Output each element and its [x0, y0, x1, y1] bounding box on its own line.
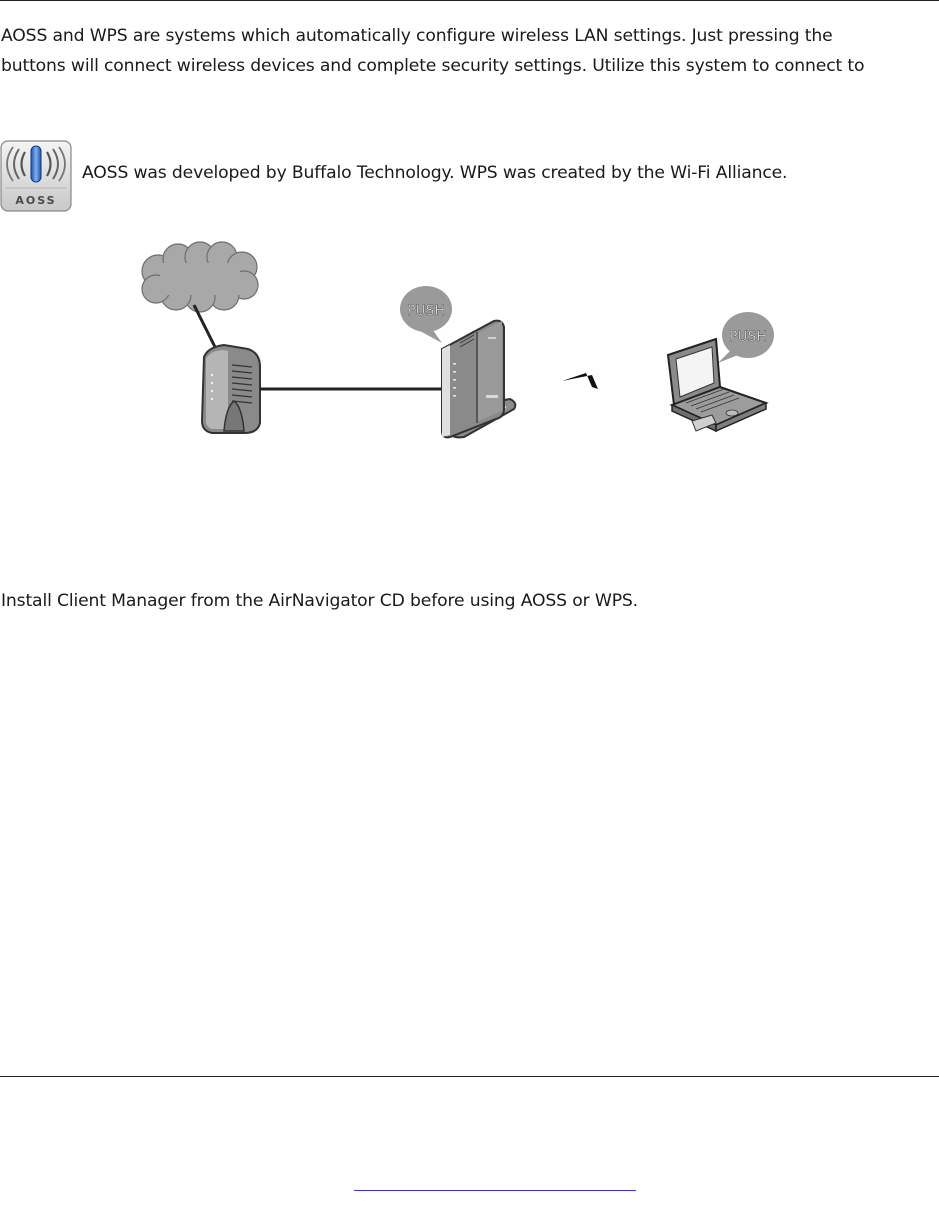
intro-line-1: AOSS and WPS are systems which automatic… [1, 26, 833, 46]
laptop-push-label: PUSH [729, 329, 767, 345]
wireless-router-icon [441, 319, 517, 439]
modem-icon [200, 343, 261, 434]
wireless-signal-icon [562, 373, 628, 399]
laptop-icon [666, 337, 769, 433]
router-push-label: PUSH [407, 303, 445, 319]
top-rule [0, 0, 939, 1]
intro-paragraph: AOSS and WPS are systems which automatic… [1, 21, 937, 81]
install-client-manager-note: Install Client Manager from the AirNavig… [1, 591, 638, 611]
aoss-badge-text: AOSS [15, 194, 56, 207]
aoss-logo-row: AOSS AOSS was developed by Buffalo Techn… [0, 140, 939, 212]
router-push-bubble: PUSH [400, 286, 452, 343]
laptop-push-bubble: PUSH [718, 312, 774, 363]
cloud-icon [141, 241, 259, 313]
bottom-rule [0, 1076, 939, 1077]
internet-cable [192, 304, 220, 354]
aoss-wps-origin-caption: AOSS was developed by Buffalo Technology… [82, 163, 788, 183]
footer-link-underline[interactable] [354, 1190, 636, 1191]
intro-line-2: buttons will connect wireless devices an… [1, 56, 865, 76]
aoss-logo-icon: AOSS [0, 140, 72, 212]
aoss-connection-diagram: PUSH PUSH [141, 241, 774, 439]
